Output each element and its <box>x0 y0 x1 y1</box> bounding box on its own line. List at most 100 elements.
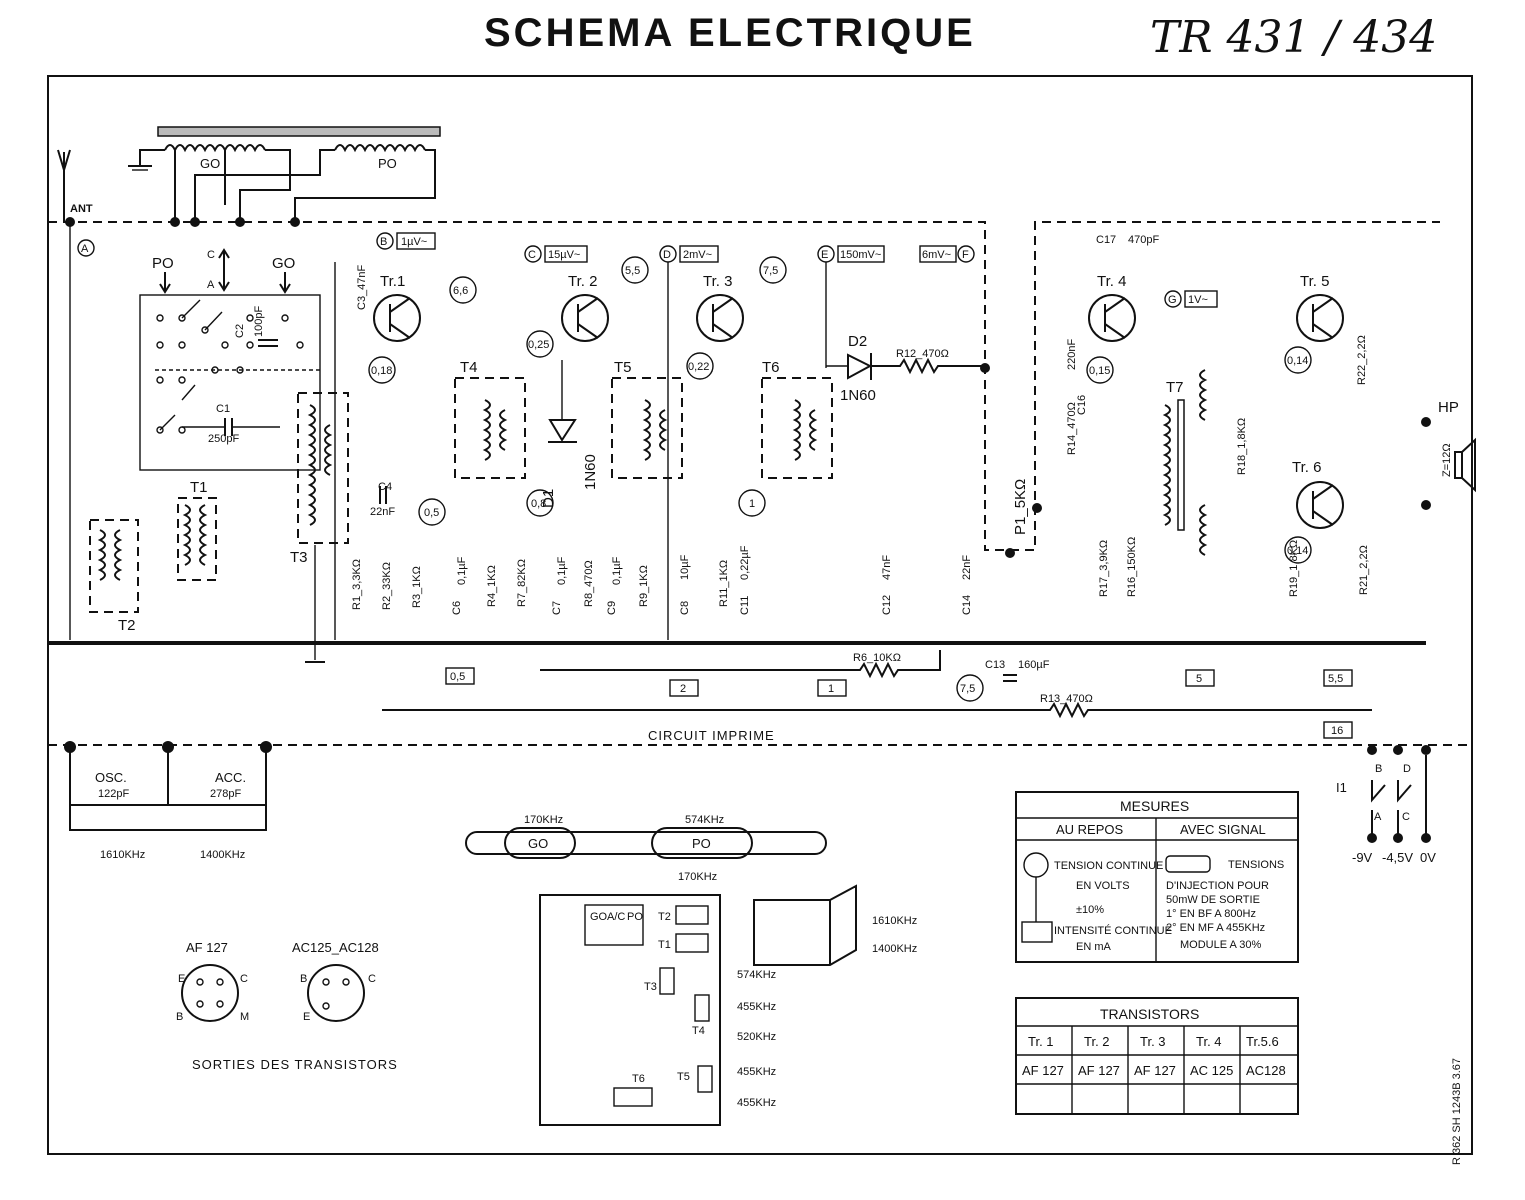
svg-text:6mV~: 6mV~ <box>922 249 951 261</box>
svg-text:R16_150KΩ: R16_150KΩ <box>1126 537 1138 597</box>
svg-text:T6: T6 <box>762 359 780 376</box>
svg-text:R8_470Ω: R8_470Ω <box>583 560 595 607</box>
svg-text:0,25: 0,25 <box>528 339 549 351</box>
outer-frame <box>47 75 1473 1155</box>
svg-text:C12: C12 <box>881 595 893 615</box>
svg-text:SORTIES DES TRANSISTORS: SORTIES DES TRANSISTORS <box>192 1057 398 1072</box>
transistor-tr3: Tr. 3 <box>696 273 744 342</box>
svg-text:278pF: 278pF <box>210 788 241 800</box>
svg-text:1400KHz: 1400KHz <box>200 849 245 861</box>
svg-text:D2: D2 <box>848 333 867 350</box>
svg-text:E: E <box>178 973 185 985</box>
svg-text:C: C <box>240 973 248 985</box>
svg-text:C11: C11 <box>739 596 751 615</box>
svg-text:Tr.5.6: Tr.5.6 <box>1246 1034 1279 1049</box>
svg-text:R9_1KΩ: R9_1KΩ <box>638 565 650 607</box>
svg-text:Tr. 1: Tr. 1 <box>1028 1034 1054 1049</box>
alignment-diagram: 170KHz 574KHz GO PO GO A/C PO T2 T1 170K… <box>465 814 917 1126</box>
svg-text:T3: T3 <box>644 981 657 993</box>
svg-text:AF 127: AF 127 <box>1134 1063 1176 1078</box>
svg-text:C17: C17 <box>1096 234 1116 246</box>
band-switch: PO GO C A C2 100pF <box>139 248 321 471</box>
svg-text:Tr. 6: Tr. 6 <box>1292 459 1321 476</box>
svg-text:7,5: 7,5 <box>763 265 778 277</box>
model-handwritten: TR 431 / 434 <box>1150 12 1437 63</box>
svg-text:170KHz: 170KHz <box>524 814 563 826</box>
c3-label: C3_47nF <box>356 264 368 310</box>
svg-text:C8: C8 <box>679 601 691 615</box>
svg-text:22nF: 22nF <box>370 506 395 518</box>
svg-text:C7: C7 <box>551 601 563 615</box>
svg-text:1400KHz: 1400KHz <box>872 943 917 955</box>
svg-text:100pF: 100pF <box>253 306 265 337</box>
svg-text:B: B <box>380 236 387 248</box>
lower-components: R1_3,3KΩ R2_33KΩ R3_1KΩ C6 0,1µF R4_1KΩ … <box>351 234 1476 615</box>
svg-text:F: F <box>962 249 969 261</box>
bias-network: R6_10KΩ C13 160µF R13_470Ω <box>382 650 1372 719</box>
svg-text:ANT: ANT <box>70 203 93 215</box>
svg-text:T7: T7 <box>1166 379 1184 396</box>
svg-text:C: C <box>207 249 215 261</box>
svg-text:R22_2,2Ω: R22_2,2Ω <box>1356 335 1368 385</box>
svg-text:R7_82KΩ: R7_82KΩ <box>516 559 528 607</box>
svg-text:0,5: 0,5 <box>450 671 465 683</box>
svg-text:16: 16 <box>1331 725 1343 737</box>
test-point-a: A <box>69 222 95 640</box>
svg-text:R17_3,9KΩ: R17_3,9KΩ <box>1098 540 1110 597</box>
svg-text:C: C <box>528 249 536 261</box>
svg-text:D: D <box>663 249 671 261</box>
transistor-tr2: Tr. 2 <box>561 273 609 342</box>
svg-text:PO: PO <box>692 836 711 851</box>
tuning-capacitors: OSC. 122pF ACC. 278pF 1610KHz 1400KHz <box>64 741 272 861</box>
svg-text:T1: T1 <box>658 939 671 951</box>
svg-text:5,5: 5,5 <box>625 265 640 277</box>
c2-label: C2 <box>234 324 246 338</box>
svg-text:2mV~: 2mV~ <box>683 249 712 261</box>
svg-text:R2_33KΩ: R2_33KΩ <box>381 562 393 610</box>
svg-text:C: C <box>368 973 376 985</box>
svg-text:Tr. 5: Tr. 5 <box>1300 273 1329 290</box>
svg-text:0,22µF: 0,22µF <box>739 545 751 580</box>
svg-text:2° EN MF A 455KHz: 2° EN MF A 455KHz <box>1166 922 1265 934</box>
svg-text:R1_3,3KΩ: R1_3,3KΩ <box>351 559 363 610</box>
transformer-t5: T5 <box>611 359 683 479</box>
svg-text:-9V: -9V <box>1352 850 1373 865</box>
svg-text:C16: C16 <box>1076 395 1088 415</box>
svg-text:Tr. 3: Tr. 3 <box>703 273 732 290</box>
svg-text:0,1µF: 0,1µF <box>556 556 568 585</box>
transformer-t3: T3 <box>290 392 349 663</box>
diode-d2: D2 1N60 <box>826 333 876 404</box>
svg-text:AF 127: AF 127 <box>186 940 228 955</box>
svg-text:D'INJECTION POUR: D'INJECTION POUR <box>1166 880 1269 892</box>
svg-text:R18_1,8KΩ: R18_1,8KΩ <box>1236 418 1248 475</box>
voltage-markers: 6,6 0,18 0,5 5,5 0,25 0,8 7,5 0,22 1 0,1… <box>368 256 1312 702</box>
transistor-table: TRANSISTORS Tr. 1 Tr. 2 Tr. 3 Tr. 4 Tr.5… <box>1015 997 1299 1115</box>
svg-text:B: B <box>176 1011 183 1023</box>
transistor-pinouts: AF 127 E C B M AC125_AC128 B C E SORTIES… <box>176 940 398 1072</box>
svg-text:GO: GO <box>528 836 548 851</box>
svg-text:AVEC SIGNAL: AVEC SIGNAL <box>1180 822 1266 837</box>
svg-text:455KHz: 455KHz <box>737 1001 776 1013</box>
ferrite-antenna: GO PO <box>128 126 441 222</box>
bus-test-boxes: 0,5 2 1 5 5,5 16 <box>445 667 1353 739</box>
capacitor-c1: C1 250pF <box>182 403 280 445</box>
svg-text:6,6: 6,6 <box>453 285 468 297</box>
svg-text:C13: C13 <box>985 659 1005 671</box>
svg-text:T4: T4 <box>692 1025 705 1037</box>
svg-text:C1: C1 <box>216 403 230 415</box>
svg-text:2: 2 <box>680 683 686 695</box>
svg-text:7,5: 7,5 <box>960 683 975 695</box>
svg-text:A: A <box>1374 811 1382 823</box>
svg-text:0,15: 0,15 <box>1089 365 1110 377</box>
svg-text:0V: 0V <box>1420 850 1436 865</box>
svg-text:15µV~: 15µV~ <box>548 249 580 261</box>
t2-label: T2 <box>118 617 136 634</box>
svg-text:0,1µF: 0,1µF <box>611 556 623 585</box>
svg-text:D: D <box>1403 763 1411 775</box>
svg-text:1µV~: 1µV~ <box>401 236 427 248</box>
svg-text:1610KHz: 1610KHz <box>872 915 917 927</box>
svg-text:574KHz: 574KHz <box>737 969 776 981</box>
svg-text:I1: I1 <box>1336 780 1347 795</box>
svg-text:0,1µF: 0,1µF <box>456 556 468 585</box>
transistor-tr5: Tr. 5 <box>1296 273 1344 342</box>
